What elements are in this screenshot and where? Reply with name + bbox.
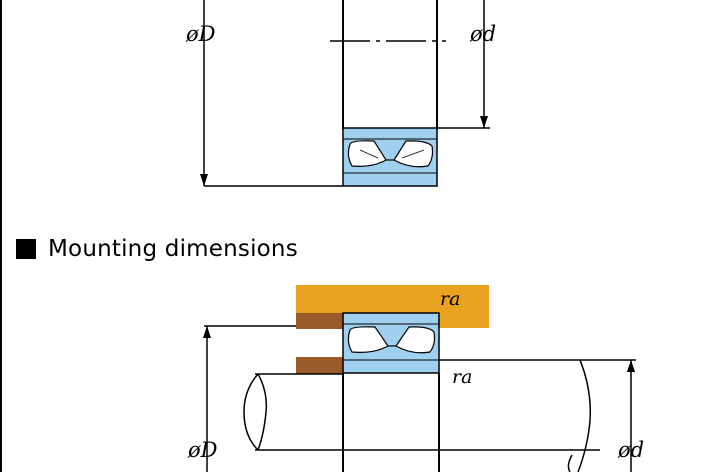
outer-diameter-arrow xyxy=(200,174,208,186)
mounting-dimensions-title: Mounting dimensions xyxy=(48,236,298,262)
page-left-border xyxy=(0,0,2,472)
housing-fillet-label: ra xyxy=(440,288,461,310)
outer-diameter-label: øD xyxy=(186,22,216,46)
mounting-dimensions-heading: Mounting dimensions xyxy=(16,232,298,266)
shaft-shoulder xyxy=(296,357,343,374)
housing-shoulder xyxy=(296,313,343,329)
bore-diameter-label: ød xyxy=(470,22,497,46)
mount-bore-diameter-label: ød xyxy=(618,438,645,462)
shaft-icon xyxy=(243,359,600,472)
mount-outer-diameter-label: øD xyxy=(188,438,218,462)
mount-outer-arrow xyxy=(203,326,211,338)
square-bullet-icon xyxy=(16,239,36,259)
bore-diameter-arrow xyxy=(480,116,488,128)
shaft-fillet-label: ra xyxy=(452,366,473,388)
mount-bore-arrow xyxy=(627,360,635,372)
bearing-cross-section-icon xyxy=(342,127,438,187)
mounted-bearing-icon xyxy=(342,312,440,374)
